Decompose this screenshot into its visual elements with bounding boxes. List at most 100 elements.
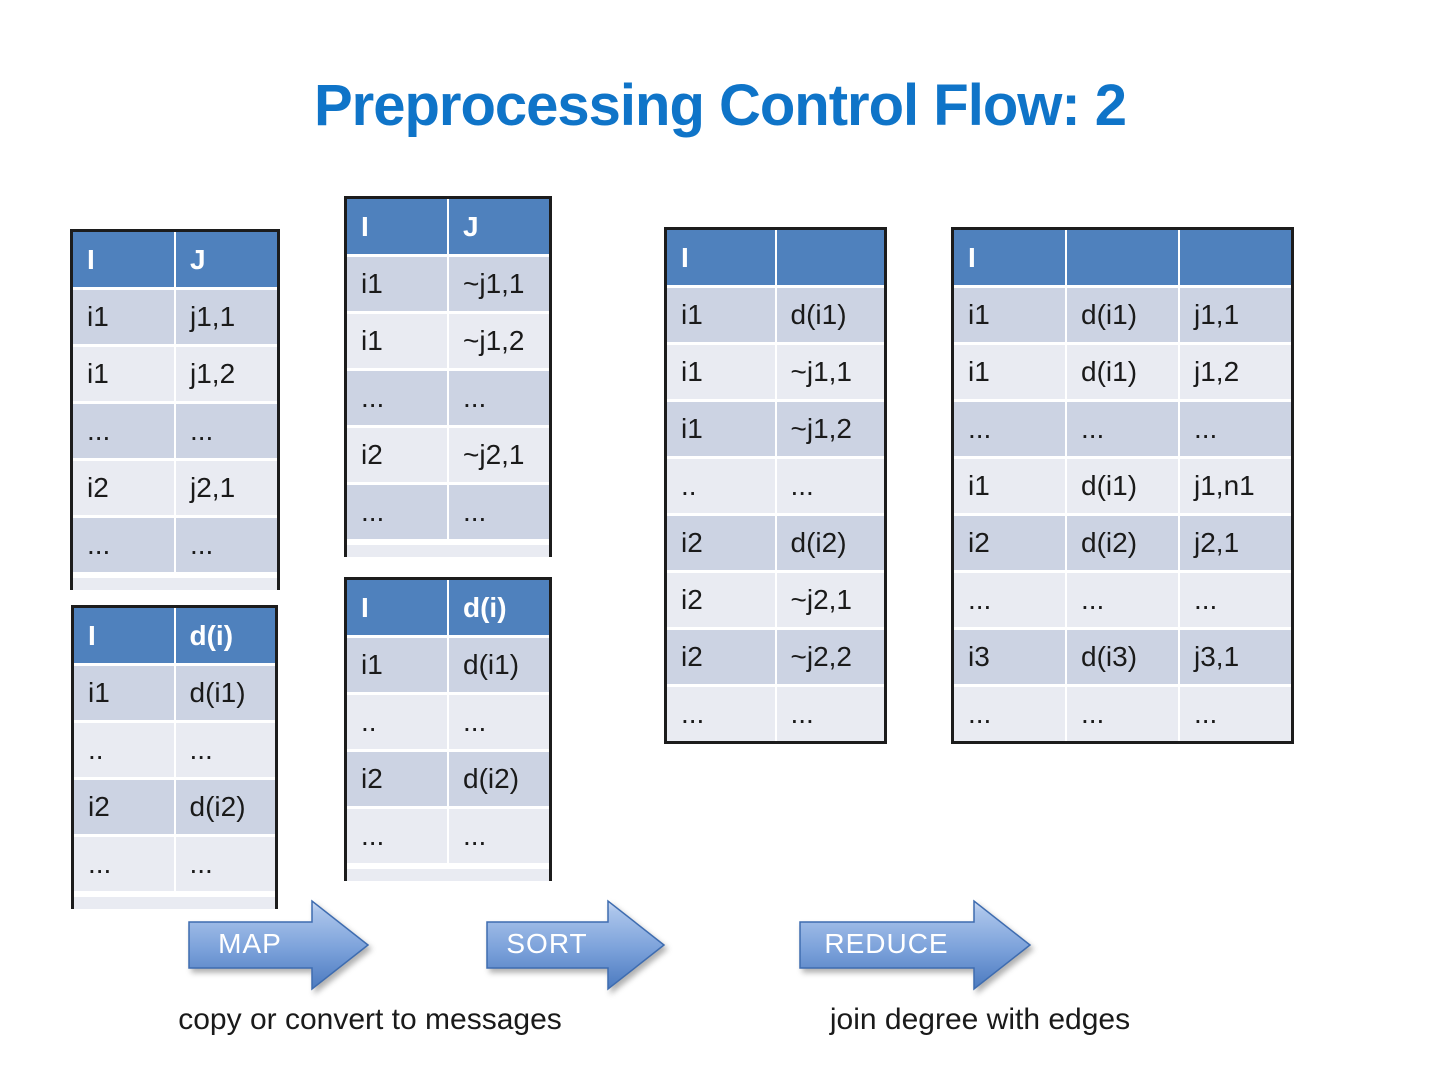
- reduce-arrow: REDUCE: [799, 899, 1032, 991]
- table-cell: j1,n1: [1180, 459, 1291, 513]
- table-row: ......: [667, 687, 884, 741]
- map-arrow: MAP: [188, 899, 370, 991]
- table-header-cell: [1180, 230, 1291, 285]
- table-cell: j2,1: [1180, 516, 1291, 570]
- table-cell: i1: [73, 290, 174, 344]
- table-cell: ...: [449, 695, 549, 749]
- table-row: .........: [954, 687, 1291, 741]
- table-row: .........: [954, 402, 1291, 456]
- table-row: ......: [73, 404, 277, 458]
- reduce-caption: join degree with edges: [829, 1003, 1131, 1036]
- table-cell: d(i1): [449, 638, 549, 692]
- table-cell: i1: [347, 257, 447, 311]
- table-header-cell: I: [347, 580, 447, 635]
- table-cell: i1: [347, 314, 447, 368]
- table-cell: i2: [954, 516, 1065, 570]
- table-cell: ...: [1180, 402, 1291, 456]
- table-cell: i1: [73, 347, 174, 401]
- clipped-row-strip: [347, 869, 549, 881]
- table-header-cell: [776, 230, 884, 285]
- reduce-arrow-label: REDUCE: [824, 928, 949, 959]
- sort-arrow-label: SORT: [506, 928, 588, 959]
- map-arrow-label: MAP: [218, 928, 282, 959]
- table-cell: ...: [73, 404, 174, 458]
- table-cell: ...: [667, 687, 775, 741]
- table-header-cell: I: [667, 230, 775, 285]
- table-header-cell: [1067, 230, 1178, 285]
- table-cell: ...: [449, 371, 549, 425]
- table-cell: ...: [175, 837, 275, 891]
- table-cell: ...: [449, 809, 549, 863]
- table-cell: ...: [347, 485, 447, 539]
- table-cell: i1: [667, 288, 775, 342]
- table-cell: i1: [667, 345, 775, 399]
- table-cell: ...: [1067, 402, 1178, 456]
- table-header-cell: I: [74, 608, 174, 663]
- table-header-cell: d(i): [175, 608, 275, 663]
- table-cell: ...: [74, 837, 174, 891]
- table-cell: ~j2,2: [776, 630, 884, 684]
- table-cell: ...: [73, 518, 174, 572]
- table-cell: d(i1): [175, 666, 275, 720]
- right-arrow-icon: [799, 899, 1032, 991]
- table-row: i1~j1,2: [667, 402, 884, 456]
- table-header-row: I: [954, 230, 1291, 285]
- table-header-row: I: [667, 230, 884, 285]
- table-cell: ...: [449, 485, 549, 539]
- sort-arrow: SORT: [486, 899, 666, 991]
- table-cell: j1,2: [1180, 345, 1291, 399]
- table-cell: ...: [1180, 573, 1291, 627]
- table-cell: i1: [667, 402, 775, 456]
- clipped-row-strip: [347, 545, 549, 557]
- table-cell: d(i1): [1067, 459, 1178, 513]
- map-caption: copy or convert to messages: [178, 1003, 562, 1036]
- table-header-cell: J: [176, 232, 277, 287]
- table-cell: ..: [347, 695, 447, 749]
- table-header-cell: d(i): [449, 580, 549, 635]
- table-row: i2~j2,2: [667, 630, 884, 684]
- table-row: i2~j2,1: [667, 573, 884, 627]
- table-row: i2~j2,1: [347, 428, 549, 482]
- table-cell: ...: [954, 402, 1065, 456]
- table-cell: ~j1,1: [776, 345, 884, 399]
- table-cell: i2: [347, 752, 447, 806]
- table-row: i1~j1,2: [347, 314, 549, 368]
- table-cell: ~j1,1: [449, 257, 549, 311]
- table-cell: ..: [667, 459, 775, 513]
- table-cell: j1,2: [176, 347, 277, 401]
- table-cell: i2: [667, 630, 775, 684]
- table-cell: ...: [1180, 687, 1291, 741]
- table-cell: ~j1,2: [776, 402, 884, 456]
- table-row: ......: [347, 809, 549, 863]
- table-row: i1~j1,1: [347, 257, 549, 311]
- table-cell: i2: [667, 573, 775, 627]
- table-cell: ...: [347, 809, 447, 863]
- table-header-cell: I: [347, 199, 447, 254]
- table-cell: ...: [176, 518, 277, 572]
- table-cell: ...: [347, 371, 447, 425]
- table-cell: j3,1: [1180, 630, 1291, 684]
- table-row: i1~j1,1: [667, 345, 884, 399]
- table-header-cell: J: [449, 199, 549, 254]
- table-cell: j2,1: [176, 461, 277, 515]
- table-row: .....: [347, 695, 549, 749]
- table-cell: i1: [74, 666, 174, 720]
- table-cell: d(i2): [1067, 516, 1178, 570]
